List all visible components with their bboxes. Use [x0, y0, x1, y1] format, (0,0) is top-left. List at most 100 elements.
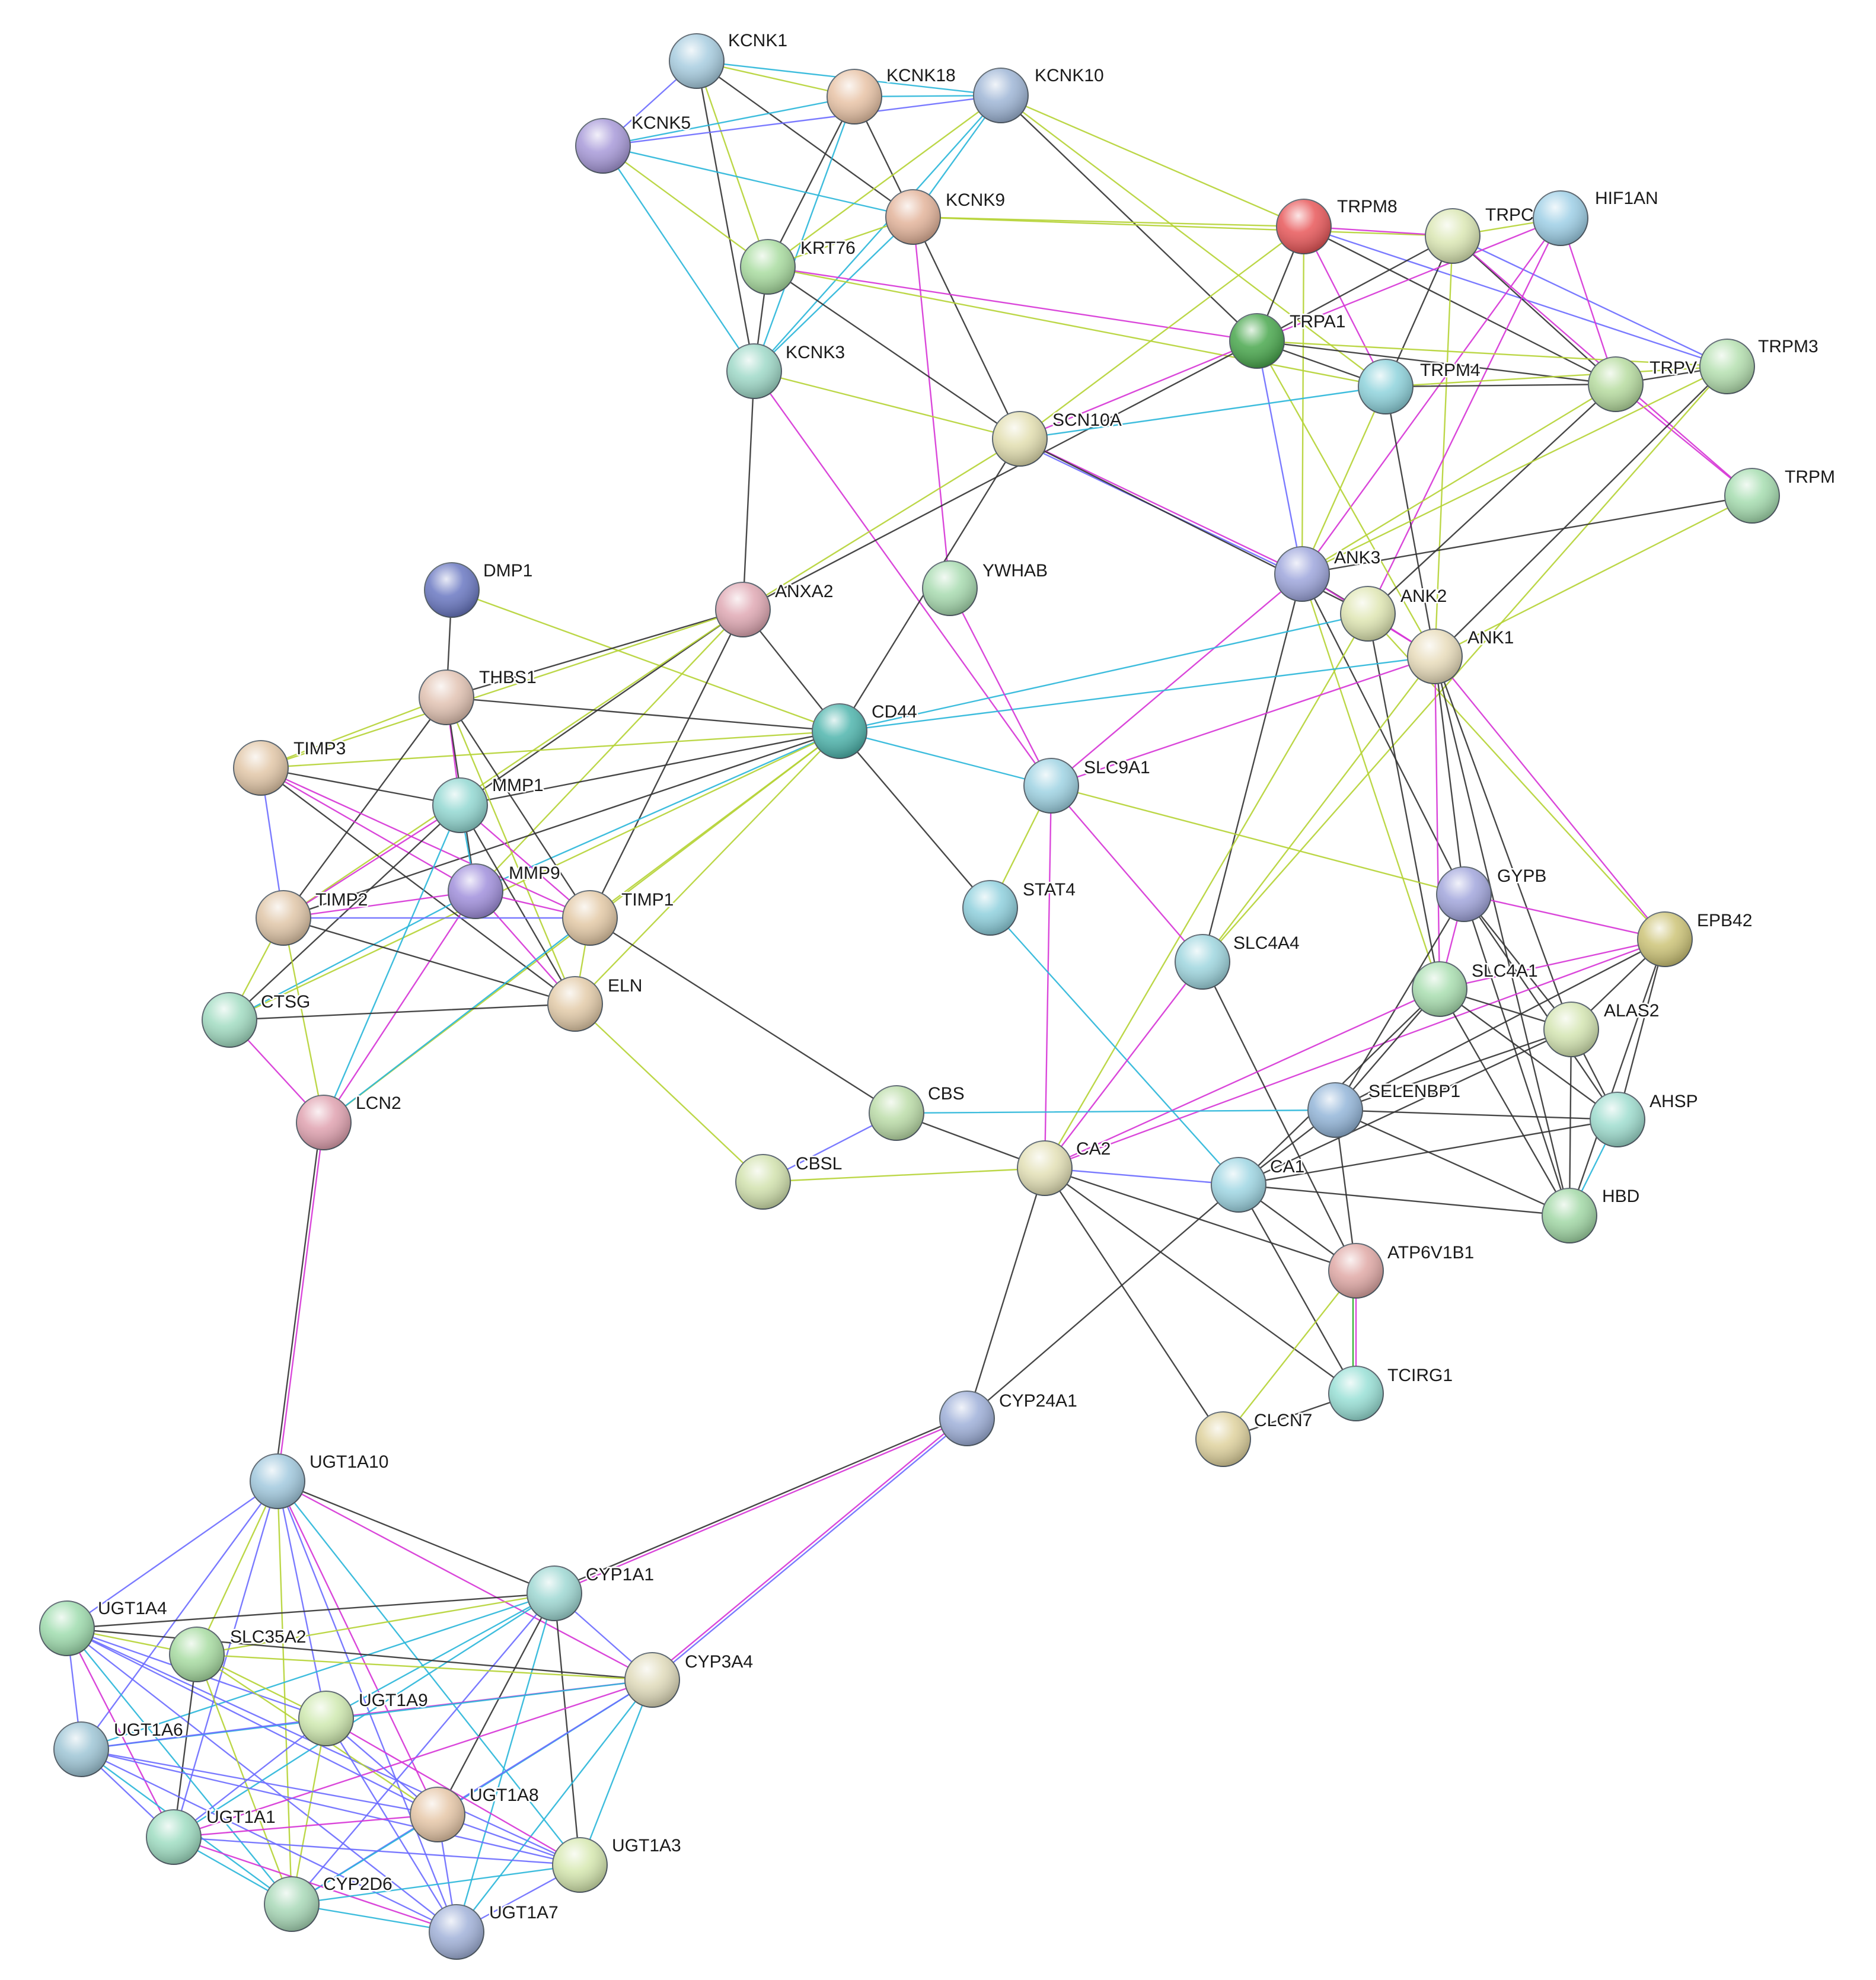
node-stat4[interactable]: STAT4 — [962, 879, 1077, 936]
edge-cyp3a4-ugt1a3 — [579, 1679, 653, 1866]
node-timp1[interactable]: TIMP1 — [562, 889, 675, 946]
edge-mmp9-timp2 — [282, 890, 477, 919]
edge-cyp1a1-ugt1a9 — [325, 1592, 556, 1720]
node-ank1[interactable]: ANK1 — [1407, 627, 1516, 684]
node-ca2[interactable]: CA2 — [1017, 1138, 1112, 1196]
node-kcnk10[interactable]: KCNK10 — [973, 65, 1105, 123]
node-label: YWHAB — [982, 561, 1048, 581]
node-ctsg[interactable]: CTSG — [202, 991, 312, 1048]
edge-slc4a1-ca2 — [1044, 988, 1441, 1169]
edge-ank1-hbd — [1434, 655, 1571, 1217]
edge-trpv-ank3 — [1301, 383, 1617, 575]
node-tcirg1[interactable]: TCIRG1 — [1328, 1364, 1454, 1421]
node-trpm4[interactable]: TRPM4 — [1358, 359, 1482, 415]
node-ank2[interactable]: ANK2 — [1340, 585, 1449, 642]
node-selenbp1[interactable]: SELENBP1 — [1307, 1080, 1462, 1138]
node-alas2[interactable]: ALAS2 — [1543, 1000, 1661, 1057]
edge-ca2-tcirg1 — [1044, 1167, 1357, 1395]
node-cyp3a4[interactable]: CYP3A4 — [624, 1651, 755, 1708]
node-kcnk5[interactable]: KCNK5 — [575, 112, 693, 174]
node-hif1an[interactable]: HIF1AN — [1533, 187, 1660, 246]
node-ca1[interactable]: CA1 — [1211, 1156, 1306, 1213]
node-gloss — [419, 670, 474, 725]
node-kcnk18[interactable]: KCNK18 — [827, 65, 957, 125]
node-timp2[interactable]: TIMP2 — [256, 889, 369, 946]
node-thbs1[interactable]: THBS1 — [419, 667, 538, 725]
node-ahsp[interactable]: AHSP — [1590, 1091, 1699, 1147]
node-kcnk9[interactable]: KCNK9 — [885, 189, 1007, 245]
node-trpv[interactable]: TRPV — [1588, 356, 1699, 412]
edge-timp3-mmp9 — [260, 767, 477, 892]
node-kcnk1[interactable]: KCNK1 — [669, 30, 789, 89]
edge-ank2-cd44 — [838, 613, 1369, 732]
edge-kcnk1-kcnk9 — [695, 60, 914, 218]
node-label: UGT1A1 — [206, 1807, 276, 1827]
node-ugt1a4[interactable]: UGT1A4 — [39, 1598, 168, 1656]
node-gloss — [669, 34, 724, 88]
node-cyp24a1[interactable]: CYP24A1 — [939, 1390, 1079, 1446]
edge-krt76-trpa1 — [767, 266, 1258, 342]
node-cyp2d6[interactable]: CYP2D6 — [264, 1873, 394, 1932]
node-mmp1[interactable]: MMP1 — [432, 774, 545, 833]
node-ywhab[interactable]: YWHAB — [922, 560, 1049, 616]
node-trpa1[interactable]: TRPA1 — [1229, 311, 1347, 369]
node-trpm[interactable]: TRPM — [1724, 466, 1837, 524]
node-gloss — [812, 704, 867, 758]
node-cbsl[interactable]: CBSL — [735, 1153, 844, 1210]
edge-alas2-hbd — [1568, 1028, 1572, 1217]
node-eln[interactable]: ELN — [547, 975, 644, 1032]
node-clcn7[interactable]: CLCN7 — [1195, 1410, 1314, 1467]
node-lcn2[interactable]: LCN2 — [296, 1092, 403, 1150]
node-label: TIMP3 — [293, 739, 346, 758]
node-ugt1a1[interactable]: UGT1A1 — [146, 1806, 277, 1865]
edge-krt76-trpm4 — [767, 266, 1387, 388]
node-hbd[interactable]: HBD — [1542, 1185, 1641, 1244]
node-ugt1a10[interactable]: UGT1A10 — [250, 1451, 390, 1509]
node-epb42[interactable]: EPB42 — [1637, 910, 1754, 967]
node-mmp9[interactable]: MMP9 — [448, 862, 561, 919]
node-ugt1a3[interactable]: UGT1A3 — [552, 1835, 682, 1893]
node-slc35a2[interactable]: SLC35A2 — [169, 1626, 308, 1682]
node-cyp1a1[interactable]: CYP1A1 — [527, 1564, 656, 1621]
edge-ugt1a4-ugt1a1 — [66, 1627, 175, 1838]
node-slc4a4[interactable]: SLC4A4 — [1175, 932, 1301, 990]
node-kcnk3[interactable]: KCNK3 — [726, 342, 847, 399]
node-dmp1[interactable]: DMP1 — [424, 560, 534, 618]
node-label: SLC9A1 — [1084, 758, 1150, 777]
edge-timp2-eln — [282, 917, 576, 1005]
node-ugt1a8[interactable]: UGT1A8 — [410, 1784, 540, 1842]
node-slc4a1[interactable]: SLC4A1 — [1412, 960, 1539, 1017]
node-ank3[interactable]: ANK3 — [1274, 546, 1382, 602]
node-ugt1a9[interactable]: UGT1A9 — [298, 1689, 429, 1746]
edge-trpa1-ank1 — [1256, 340, 1436, 658]
node-anxa2[interactable]: ANXA2 — [715, 581, 835, 637]
edge-cyp3a4-ugt1a1 — [173, 1679, 653, 1838]
node-scn10a[interactable]: SCN10A — [992, 409, 1123, 467]
edge-kcnk5-krt76 — [602, 145, 769, 268]
node-cd44[interactable]: CD44 — [812, 701, 918, 759]
node-ugt1a7[interactable]: UGT1A7 — [429, 1902, 560, 1960]
node-slc9a1[interactable]: SLC9A1 — [1023, 757, 1151, 814]
edge-cd44-stat4 — [838, 730, 991, 909]
node-atp6v1b1[interactable]: ATP6V1B1 — [1328, 1242, 1476, 1299]
edge-ca1-tcirg1 — [1237, 1184, 1357, 1395]
node-gypb[interactable]: GYPB — [1436, 865, 1548, 922]
node-trpc5[interactable]: TRPC5 — [1425, 204, 1545, 264]
edge-ank1-slc4a1 — [1434, 655, 1441, 990]
node-gloss — [993, 412, 1047, 466]
edge-slc4a1-hbd — [1438, 988, 1571, 1217]
node-krt76[interactable]: KRT76 — [740, 237, 857, 295]
node-timp3[interactable]: TIMP3 — [233, 738, 347, 796]
edge-kcnk18-kcnk3 — [753, 95, 856, 372]
edge-ugt1a10-ugt1a1 — [173, 1480, 279, 1838]
node-label: SLC4A4 — [1233, 933, 1300, 953]
node-label: TIMP2 — [315, 890, 368, 910]
edge-cd44-mmp9 — [474, 730, 841, 892]
node-cbs[interactable]: CBS — [869, 1083, 966, 1141]
edge-hif1an-trpa1 — [1256, 217, 1562, 342]
edge-trpm8-ank3 — [1301, 225, 1305, 575]
node-trpm8[interactable]: TRPM8 — [1276, 196, 1399, 254]
node-gloss — [548, 977, 602, 1031]
node-trpm3[interactable]: TRPM3 — [1699, 336, 1820, 394]
node-ugt1a6[interactable]: UGT1A6 — [53, 1719, 184, 1777]
